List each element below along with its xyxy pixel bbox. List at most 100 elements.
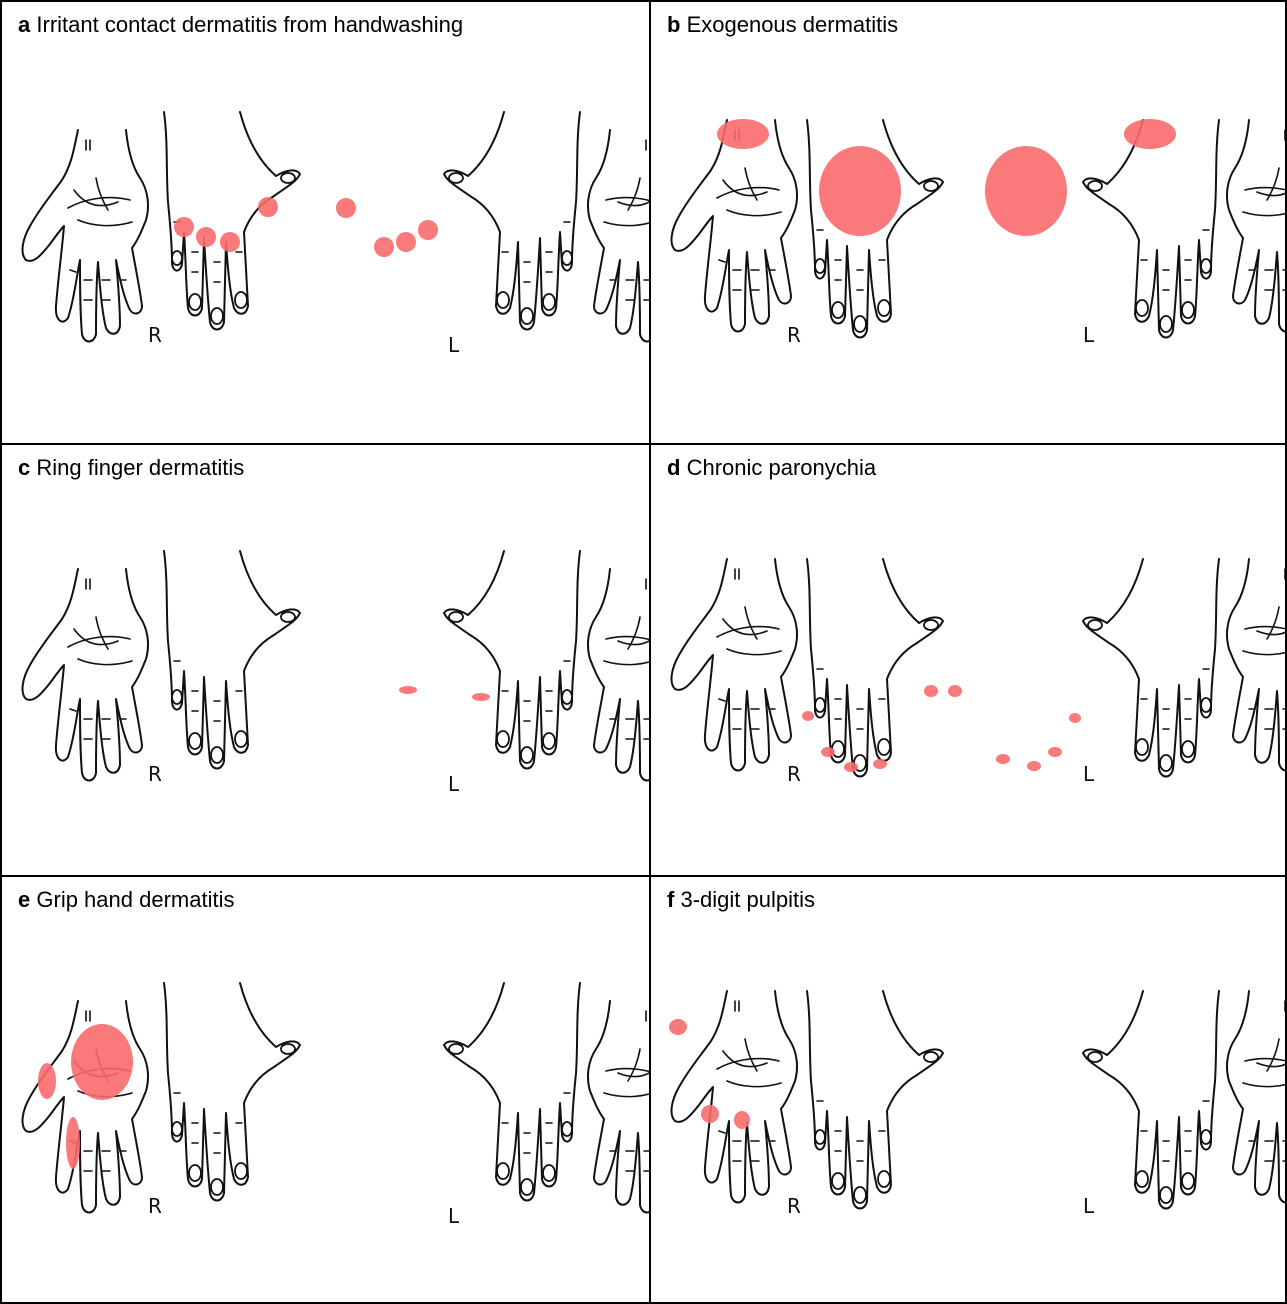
nail xyxy=(543,733,555,749)
nail xyxy=(449,173,463,183)
nail xyxy=(878,300,890,316)
nail xyxy=(1182,302,1194,318)
hand-outline xyxy=(164,551,300,769)
nail xyxy=(172,690,182,704)
lesion-marker xyxy=(374,237,394,257)
nail xyxy=(854,316,866,332)
nail xyxy=(189,1165,201,1181)
hand-outline xyxy=(1227,559,1287,771)
nail xyxy=(815,698,825,712)
lesion-marker xyxy=(873,759,887,769)
nail xyxy=(1136,739,1148,755)
nail xyxy=(1160,755,1172,771)
nail xyxy=(878,1171,890,1187)
lesion-marker xyxy=(1048,747,1062,757)
hand-outline xyxy=(1083,120,1219,338)
nail xyxy=(521,308,533,324)
right-hand-label: R xyxy=(148,323,162,347)
lesion-marker xyxy=(258,197,278,217)
hand-outline xyxy=(1227,120,1287,332)
right-hand-label: R xyxy=(787,762,801,786)
palm-hand xyxy=(588,130,649,342)
nail xyxy=(497,1163,509,1179)
right-hand-label: R xyxy=(148,1194,162,1218)
back-hand xyxy=(1083,991,1219,1209)
hands-group: RL xyxy=(669,991,1287,1218)
nail xyxy=(854,1187,866,1203)
lesion-marker xyxy=(71,1024,133,1100)
panel-b: b Exogenous dermatitis RL xyxy=(649,0,1287,443)
nail xyxy=(449,1044,463,1054)
nail xyxy=(189,294,201,310)
lesion-marker xyxy=(1027,761,1041,771)
nail xyxy=(1088,620,1102,630)
nail xyxy=(1136,1171,1148,1187)
nail xyxy=(878,739,890,755)
nail xyxy=(497,731,509,747)
hand-outline xyxy=(444,112,580,330)
hand-outline xyxy=(164,983,300,1201)
hands-illustration: RL xyxy=(2,445,649,875)
lesion-marker xyxy=(819,146,901,236)
nail xyxy=(924,181,938,191)
lesion-marker xyxy=(948,685,962,697)
lesion-marker xyxy=(985,146,1067,236)
left-hand-label: L xyxy=(1083,323,1095,347)
palm-hand xyxy=(23,130,148,342)
right-hand-label: R xyxy=(787,1194,801,1218)
lesion-marker xyxy=(821,747,835,757)
hand-outline xyxy=(672,559,797,771)
nail xyxy=(562,251,572,265)
hand-outline xyxy=(672,120,797,332)
lesion-marker xyxy=(1069,713,1081,723)
lesion-marker xyxy=(472,693,490,701)
hand-outline xyxy=(807,559,943,777)
nail xyxy=(449,612,463,622)
right-hand-label: R xyxy=(787,323,801,347)
hand-outline xyxy=(23,569,148,781)
left-hand-label: L xyxy=(448,772,460,796)
nail xyxy=(521,1179,533,1195)
palm-hand xyxy=(672,120,797,332)
nail xyxy=(211,747,223,763)
nail xyxy=(543,1165,555,1181)
lesion-marker xyxy=(196,227,216,247)
back-hand xyxy=(444,551,580,769)
nail xyxy=(172,1122,182,1136)
lesion-marker xyxy=(844,762,858,772)
back-hand xyxy=(444,983,580,1201)
lesion-marker xyxy=(66,1117,80,1169)
back-hand xyxy=(164,551,300,769)
palm-hand xyxy=(672,559,797,771)
lesion-marker xyxy=(336,198,356,218)
nail xyxy=(189,733,201,749)
nail xyxy=(924,620,938,630)
nail xyxy=(815,1130,825,1144)
nail xyxy=(211,1179,223,1195)
hand-outline xyxy=(444,551,580,769)
back-hand xyxy=(1083,559,1219,777)
hands-group: RL xyxy=(23,983,649,1228)
nail xyxy=(815,259,825,273)
panel-a: a Irritant contact dermatitis from handw… xyxy=(0,0,649,443)
hand-outline xyxy=(444,983,580,1201)
lesion-marker xyxy=(396,232,416,252)
nail xyxy=(1088,181,1102,191)
left-hand-label: L xyxy=(1083,1194,1095,1218)
nail xyxy=(832,1173,844,1189)
palm-hand xyxy=(1227,120,1287,332)
palm-hand xyxy=(1227,991,1287,1203)
nail xyxy=(172,251,182,265)
nail xyxy=(1182,1173,1194,1189)
lesion-marker xyxy=(996,754,1010,764)
lesion-marker xyxy=(418,220,438,240)
hands-illustration: RL xyxy=(651,877,1287,1304)
palm-hand xyxy=(588,569,649,781)
nail xyxy=(211,308,223,324)
lesion-marker xyxy=(717,119,769,149)
panel-d: d Chronic paronychia RL xyxy=(649,443,1287,875)
hand-outline xyxy=(672,991,797,1203)
